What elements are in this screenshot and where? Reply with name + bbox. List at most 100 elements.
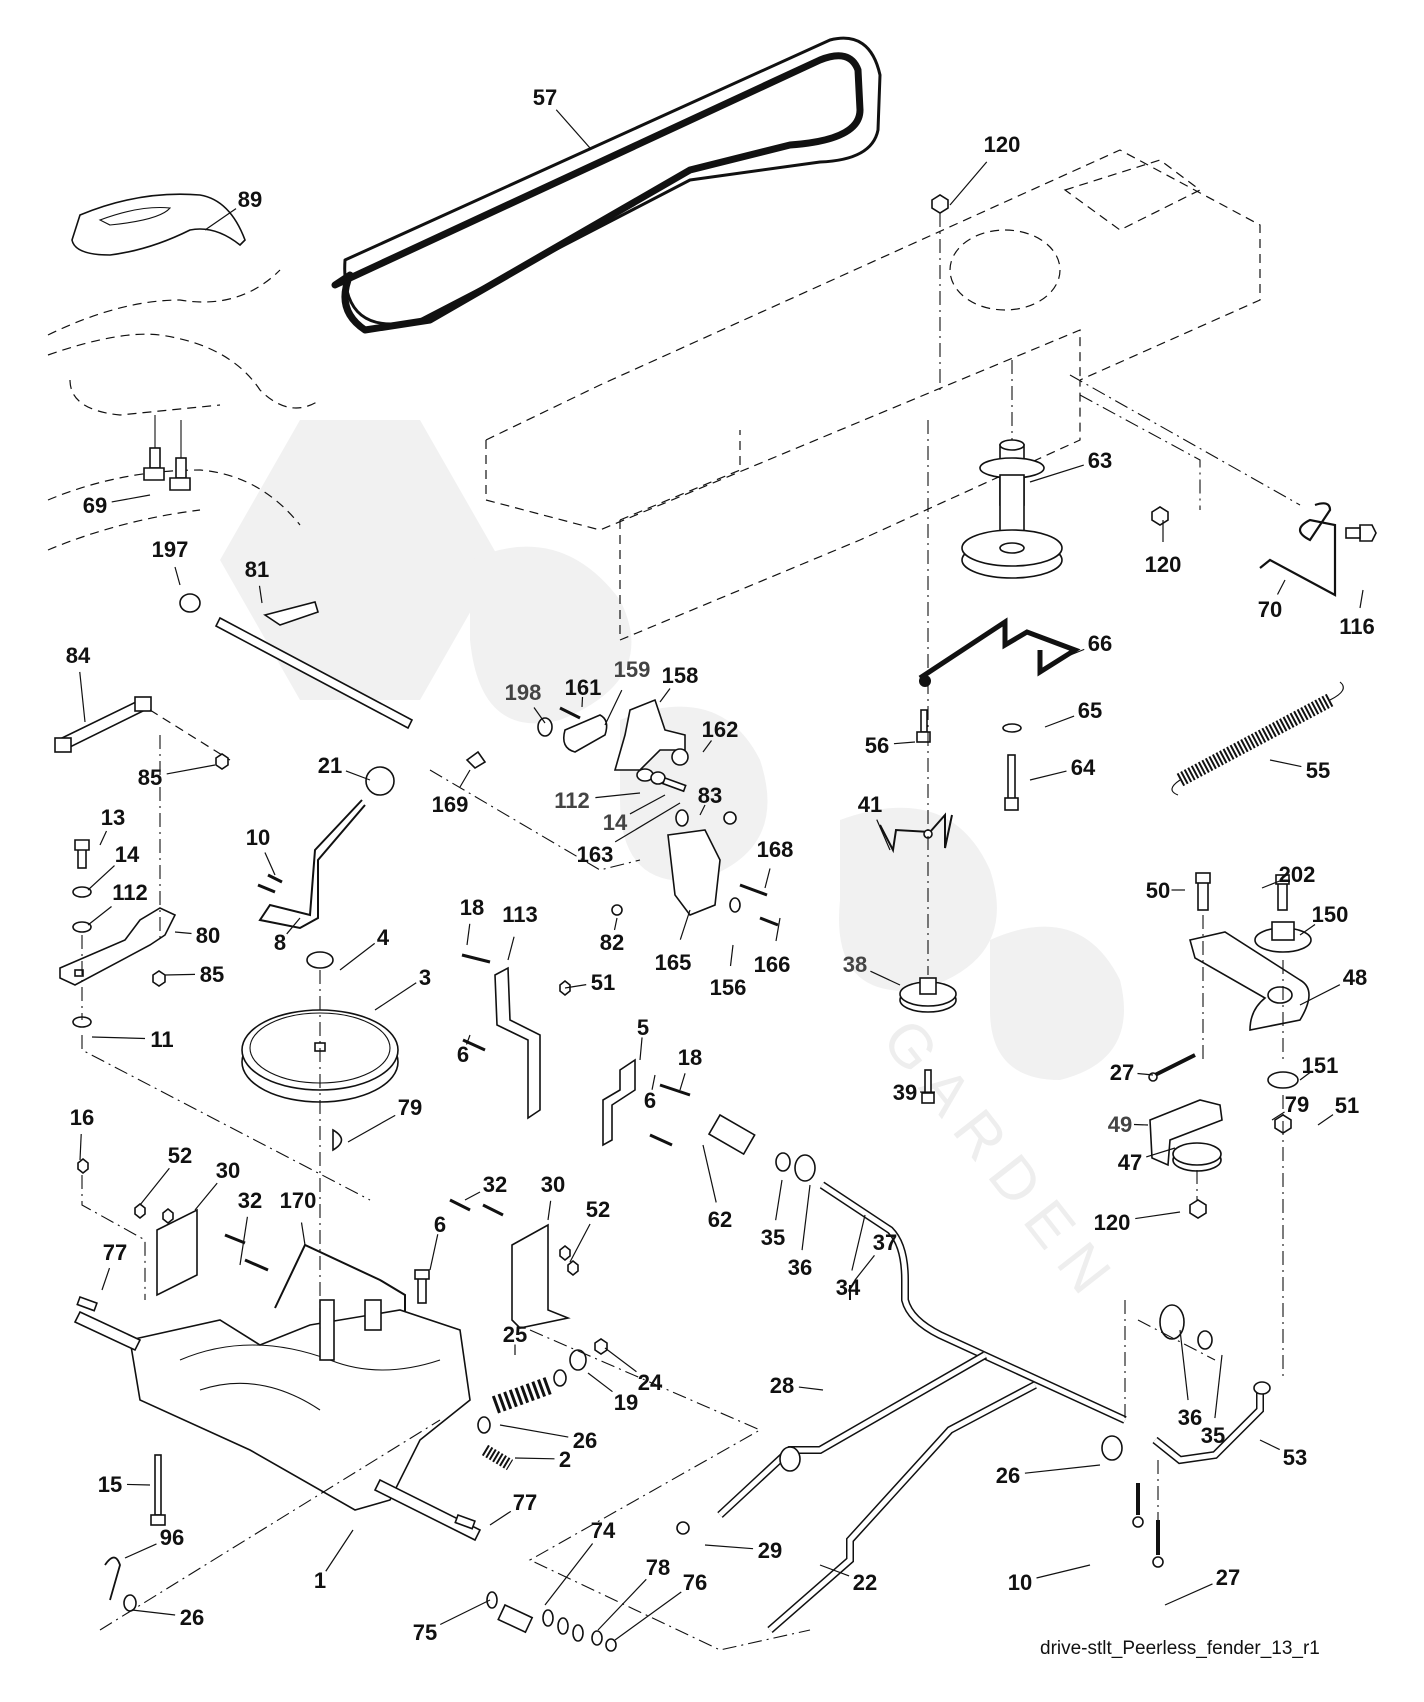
callout-158: 158	[659, 663, 698, 703]
callout-15: 15	[98, 1472, 151, 1497]
part-number-label: 112	[112, 880, 148, 905]
callout-81: 81	[245, 557, 269, 604]
part-number-label: 64	[1071, 755, 1096, 780]
part-number-label: 169	[432, 792, 469, 817]
leader-line	[893, 741, 916, 745]
callout-3: 3	[374, 965, 431, 1011]
callout-14b: 14	[87, 842, 140, 891]
part-77-key-upper	[76, 1295, 98, 1312]
leader-line	[374, 982, 417, 1011]
callout-37: 37	[854, 1230, 897, 1281]
part-number-label: 116	[1339, 614, 1375, 639]
part-57-drive-belt	[331, 36, 882, 334]
callout-53: 53	[1259, 1439, 1307, 1470]
part-number-label: 26	[573, 1428, 597, 1453]
callout-120b: 120	[1145, 520, 1181, 577]
part-number-label: 79	[1285, 1092, 1309, 1117]
callout-2: 2	[514, 1447, 571, 1472]
leader-line	[239, 1216, 249, 1266]
part-70-rod	[1259, 502, 1337, 597]
part-number-label: 48	[1343, 965, 1367, 990]
leader-line	[1299, 924, 1316, 936]
leader-line	[466, 923, 471, 946]
callout-50: 50	[1146, 878, 1185, 903]
leader-line	[613, 917, 618, 931]
callout-10a: 10	[246, 825, 276, 876]
leader-line	[99, 830, 108, 846]
part-49-bracket	[1149, 1099, 1223, 1167]
leader-line	[801, 1184, 811, 1251]
part-2-spring	[481, 1444, 514, 1471]
leader-line	[1179, 1329, 1189, 1401]
leader-line	[1164, 1583, 1213, 1606]
callout-112a: 112	[554, 788, 641, 813]
part-26-washer-upper	[553, 1369, 567, 1387]
part-30-bracket-left	[156, 1208, 198, 1297]
leader-line	[164, 973, 196, 976]
callout-26b: 26	[996, 1463, 1101, 1488]
leader-line	[1135, 1211, 1181, 1220]
part-22-rod	[767, 1381, 1037, 1634]
leader-line	[595, 792, 641, 799]
leader-line	[489, 1510, 512, 1526]
part-number-label: 85	[200, 962, 224, 987]
part-162-nut	[671, 748, 689, 766]
leader-line	[547, 1200, 552, 1221]
part-35-spacer-b	[1197, 1330, 1213, 1350]
part-116-bolt	[1345, 524, 1377, 542]
callout-78: 78	[597, 1555, 670, 1631]
leader-line	[131, 1609, 176, 1616]
leader-line	[101, 1267, 111, 1291]
part-27-cotter-pin-lower	[1152, 1520, 1164, 1568]
part-34-brake-rod	[819, 1181, 1127, 1424]
leader-line	[639, 1037, 643, 1061]
leader-line	[325, 1529, 354, 1572]
part-number-label: 36	[788, 1255, 812, 1280]
part-6-bolt-a	[462, 1038, 486, 1052]
part-number-label: 10	[246, 825, 270, 850]
part-number-label: 38	[843, 952, 867, 977]
leader-line	[1299, 1072, 1311, 1081]
leader-line	[581, 696, 584, 708]
leader-line	[1029, 464, 1084, 483]
part-53-rod	[1152, 1381, 1271, 1465]
part-number-label: 170	[280, 1188, 317, 1213]
callout-163: 163	[577, 802, 681, 867]
callout-41: 41	[858, 792, 891, 851]
part-198-washer	[537, 717, 553, 737]
part-number-label: 19	[614, 1390, 638, 1415]
callout-38: 38	[843, 952, 901, 986]
part-89-shift-plate	[71, 193, 246, 256]
callout-113: 113	[502, 902, 538, 961]
part-number-label: 51	[591, 970, 615, 995]
part-77-key-lower	[454, 1513, 476, 1530]
part-number-label: 78	[646, 1555, 670, 1580]
part-number-label: 84	[66, 643, 91, 668]
part-85-nut-b	[152, 970, 166, 987]
part-number-label: 28	[770, 1373, 794, 1398]
part-number-label: 27	[1216, 1565, 1240, 1590]
part-163-bolt	[661, 776, 687, 793]
part-number-label: 14	[115, 842, 140, 867]
part-169-clip	[465, 750, 487, 770]
leader-line	[194, 1182, 218, 1211]
part-84-linkage	[54, 696, 231, 761]
part-158-plate	[613, 698, 686, 771]
leader-line	[264, 852, 276, 876]
part-50-bolt	[1195, 872, 1211, 1060]
part-25-spring	[491, 1376, 554, 1414]
callout-70: 70	[1258, 579, 1286, 622]
callout-65: 65	[1044, 698, 1102, 728]
part-113-bracket	[494, 966, 541, 1120]
part-number-label: 6	[644, 1088, 656, 1113]
part-29-bushing	[676, 1521, 690, 1535]
part-18-bolt-upper	[461, 953, 491, 964]
part-number-label: 202	[1279, 862, 1316, 887]
leader-line	[1271, 1111, 1285, 1121]
callout-1: 1	[314, 1529, 354, 1593]
part-number-label: 74	[591, 1518, 616, 1543]
callout-85b: 85	[164, 962, 224, 987]
part-5-bracket	[602, 1058, 636, 1147]
part-number-label: 15	[98, 1472, 122, 1497]
part-number-label: 39	[893, 1080, 917, 1105]
